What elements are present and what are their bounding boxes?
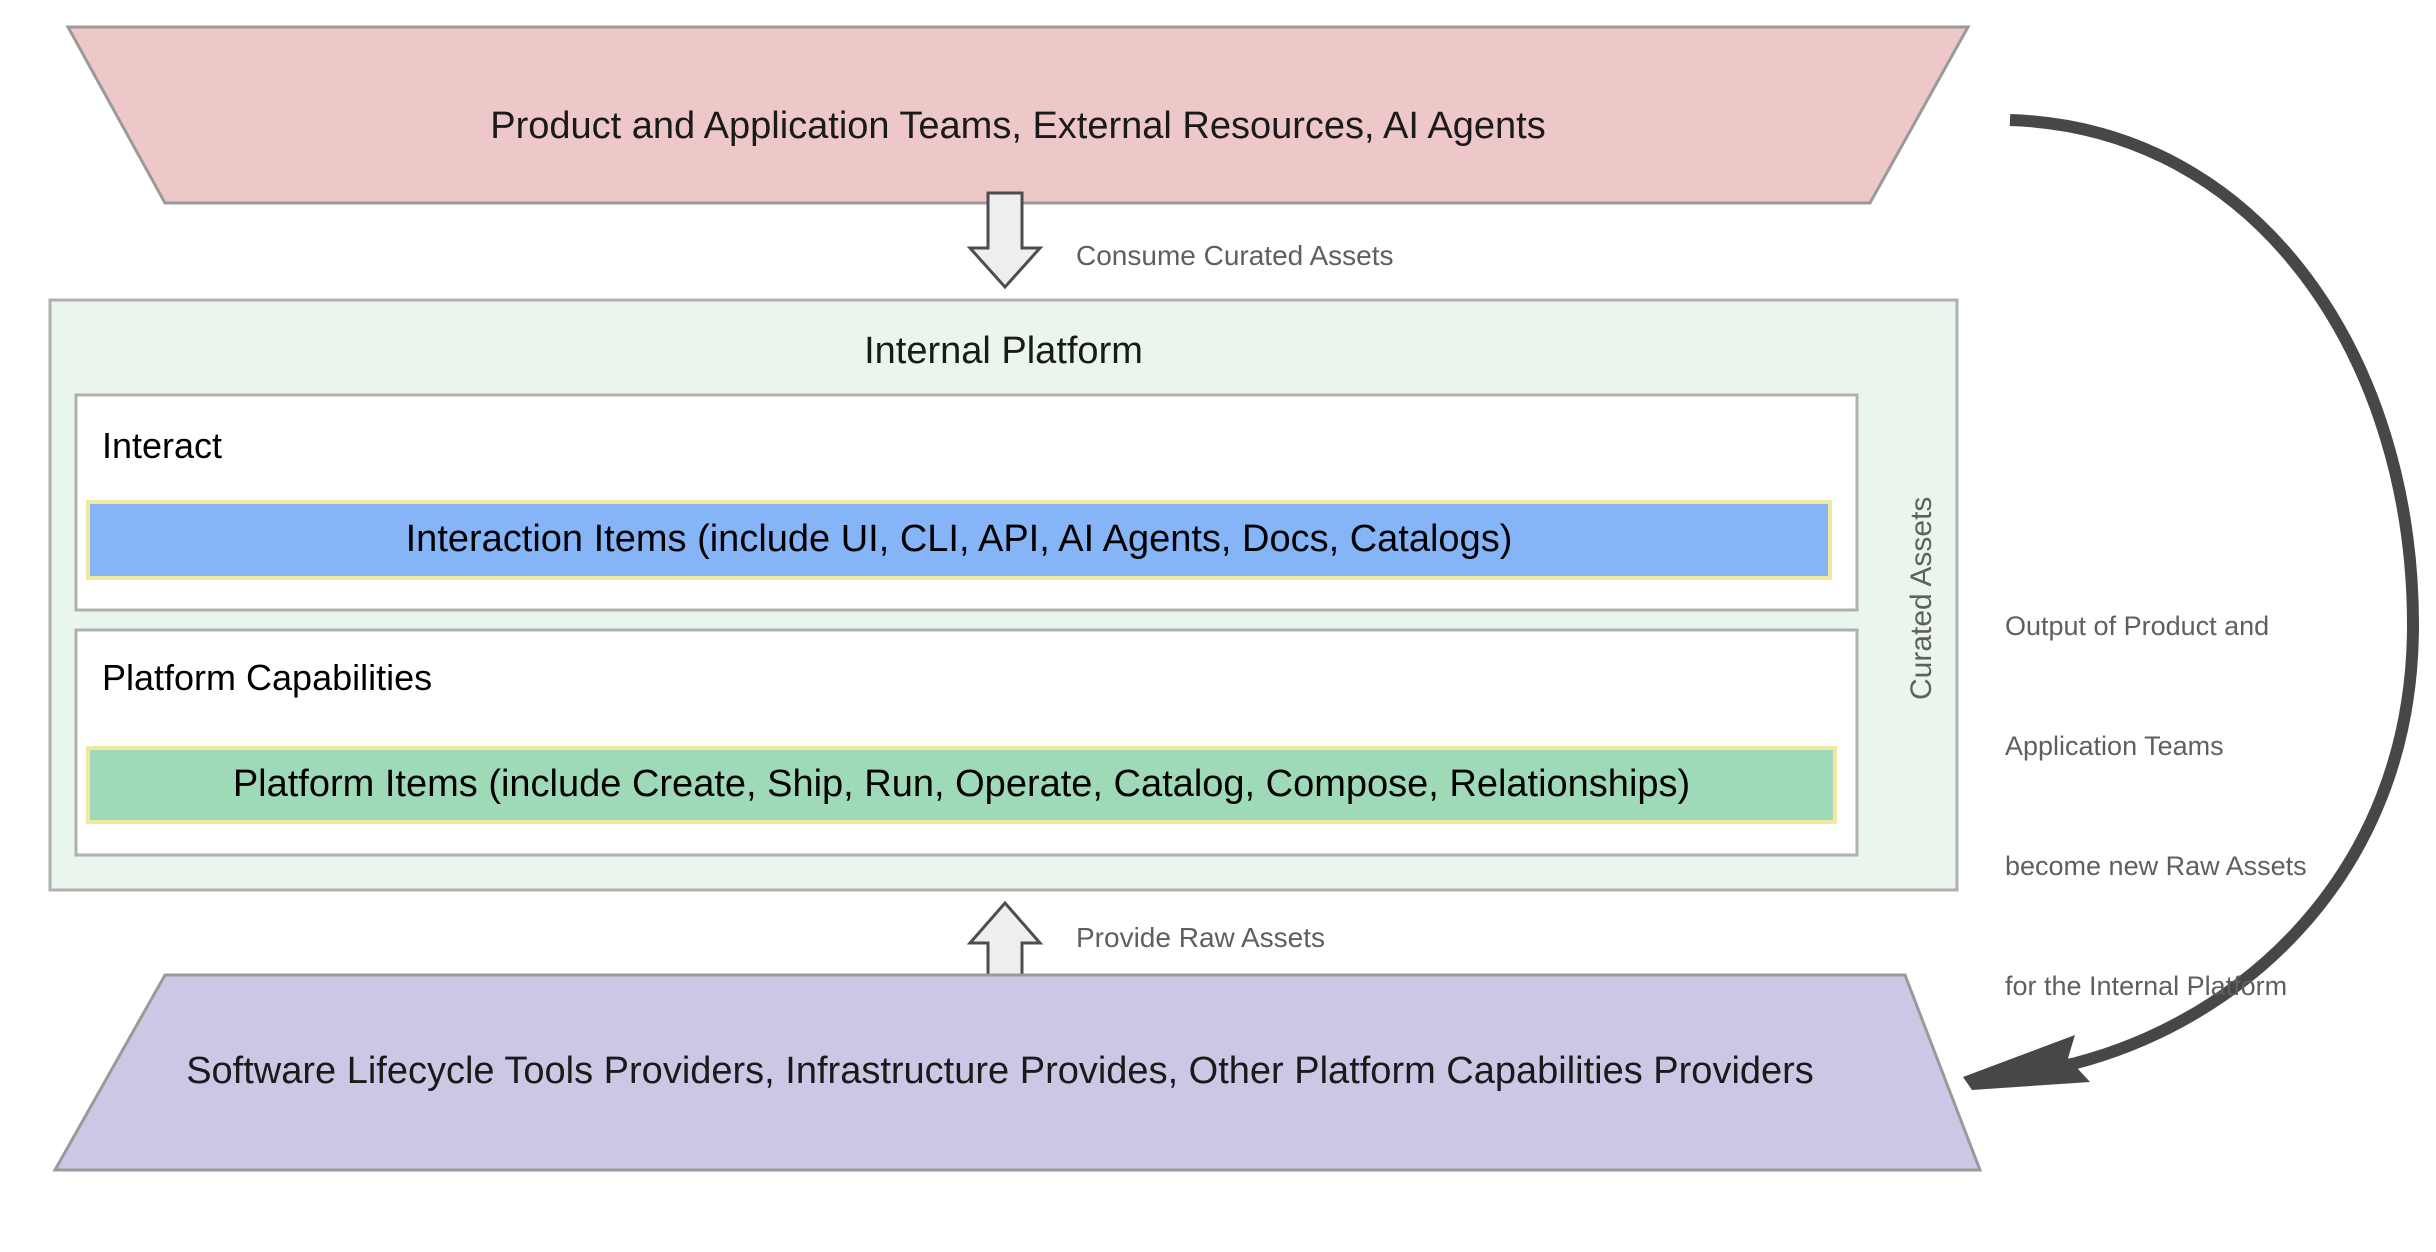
platform-items-label: Platform Items (include Create, Ship, Ru… [232, 763, 1691, 805]
top-stakeholders-band [65, 25, 1971, 205]
platform-capabilities-section-heading: Platform Capabilities [102, 657, 433, 698]
interact-section-heading: Interact [102, 425, 223, 466]
bottom-providers-band [52, 973, 1983, 1172]
provide-flow-label: Provide Raw Assets [1076, 922, 1325, 953]
internal-platform-title: Internal Platform [864, 330, 1143, 372]
feedback-loop-curve [2009, 114, 2420, 1076]
feedback-annotation-line-1: Output of Product and [2005, 611, 2270, 641]
feedback-annotation-line-2: Application Teams [2005, 731, 2224, 761]
interaction-items-label: Interaction Items (include UI, CLI, API,… [405, 518, 1513, 560]
consume-curated-assets-arrow-icon [966, 191, 1044, 290]
feedback-annotation-line-4: for the Internal Platform [2005, 971, 2288, 1001]
curated-assets-side-label: Curated Assets [1905, 496, 1938, 700]
interaction-items-bar[interactable] [86, 500, 1832, 580]
top-band-label: Product and Application Teams, External … [490, 105, 1546, 147]
platform-items-bar[interactable] [86, 746, 1837, 824]
feedback-annotation: Output of Product and Application Teams … [2005, 526, 2385, 1086]
consume-flow-label: Consume Curated Assets [1076, 240, 1394, 271]
feedback-loop-arrowhead-icon [1963, 1035, 2090, 1090]
feedback-annotation-line-3: become new Raw Assets [2005, 851, 2307, 881]
bottom-band-label: Software Lifecycle Tools Providers, Infr… [186, 1050, 1814, 1092]
